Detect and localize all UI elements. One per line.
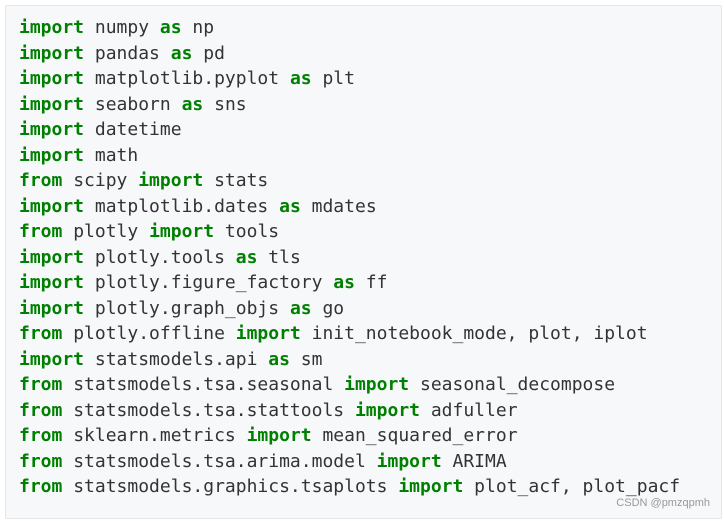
code-text: tools bbox=[214, 221, 280, 242]
code-keyword: as bbox=[289, 68, 312, 89]
code-line: from statsmodels.graphics.tsaplots impor… bbox=[19, 474, 680, 500]
code-text: sklearn.metrics bbox=[62, 425, 247, 446]
code-keyword: from bbox=[19, 170, 63, 191]
code-text: seasonal_decompose bbox=[409, 374, 616, 395]
code-text: pd bbox=[192, 42, 225, 64]
code-keyword: import bbox=[19, 297, 85, 319]
code-keyword: import bbox=[354, 399, 420, 421]
code-text: ff bbox=[354, 272, 388, 293]
code-line: import seaborn as sns bbox=[19, 92, 680, 118]
code-text: numpy bbox=[84, 17, 160, 38]
code-keyword: import bbox=[19, 195, 85, 217]
code-keyword: as bbox=[268, 348, 290, 370]
code-line: import statsmodels.api as sm bbox=[19, 347, 680, 373]
code-text: plotly bbox=[62, 221, 150, 242]
code-keyword: import bbox=[19, 246, 85, 268]
code-keyword: import bbox=[149, 221, 215, 242]
code-line: import plotly.tools as tls bbox=[19, 245, 680, 271]
code-text: mean_squared_error bbox=[311, 425, 518, 446]
code-line: from plotly.offline import init_notebook… bbox=[19, 321, 680, 347]
code-line: import math bbox=[19, 143, 680, 169]
code-text: matplotlib.dates bbox=[84, 195, 280, 217]
code-keyword: from bbox=[19, 450, 63, 472]
code-line: import plotly.figure_factory as ff bbox=[19, 270, 680, 296]
code-keyword: from bbox=[19, 425, 63, 446]
code-keyword: import bbox=[235, 323, 301, 344]
code-line: from statsmodels.tsa.arima.model import … bbox=[19, 449, 680, 475]
code-line: from statsmodels.tsa.stattools import ad… bbox=[19, 398, 680, 424]
code-text: pandas bbox=[84, 42, 171, 64]
code-keyword: as bbox=[279, 195, 301, 217]
code-text: go bbox=[311, 297, 345, 319]
code-text: math bbox=[84, 144, 139, 166]
code-text: scipy bbox=[62, 170, 139, 191]
code-keyword: as bbox=[170, 42, 193, 64]
code-text: tls bbox=[257, 246, 301, 268]
code-keyword: import bbox=[19, 348, 85, 370]
code-text: matplotlib.pyplot bbox=[84, 68, 290, 89]
code-keyword: import bbox=[19, 272, 85, 293]
code-keyword: as bbox=[235, 246, 258, 268]
code-text: plot_acf, plot_pacf bbox=[463, 476, 681, 497]
code-line: import pandas as pd bbox=[19, 41, 680, 67]
code-line: import matplotlib.dates as mdates bbox=[19, 194, 680, 220]
code-line: import plotly.graph_objs as go bbox=[19, 296, 680, 322]
code-line: import numpy as np bbox=[19, 15, 680, 41]
code-keyword: import bbox=[138, 170, 204, 191]
code-keyword: import bbox=[19, 68, 85, 89]
code-keyword: import bbox=[19, 42, 85, 64]
code-keyword: from bbox=[19, 476, 63, 497]
code-keyword: from bbox=[19, 221, 63, 242]
code-text: statsmodels.tsa.seasonal bbox=[62, 374, 345, 395]
code-text: mdates bbox=[300, 195, 377, 217]
code-text: sm bbox=[289, 348, 323, 370]
code-keyword: import bbox=[19, 144, 85, 166]
code-keyword: as bbox=[289, 297, 312, 319]
code-keyword: import bbox=[19, 17, 85, 38]
code-text: stats bbox=[203, 170, 269, 191]
code-text: plotly.offline bbox=[62, 323, 236, 344]
code-keyword: as bbox=[333, 272, 355, 293]
code-keyword: as bbox=[159, 17, 182, 38]
code-text: plt bbox=[311, 68, 355, 89]
code-text: plotly.tools bbox=[84, 246, 236, 268]
code-text: statsmodels.graphics.tsaplots bbox=[62, 476, 399, 497]
code-keyword: as bbox=[181, 93, 204, 115]
code-line: from plotly import tools bbox=[19, 219, 680, 245]
code-text: plotly.graph_objs bbox=[84, 297, 290, 319]
code-text: sns bbox=[203, 93, 247, 115]
code-keyword: from bbox=[19, 374, 63, 395]
code-keyword: import bbox=[344, 374, 410, 395]
code-keyword: import bbox=[19, 119, 85, 140]
code-keyword: import bbox=[19, 93, 85, 115]
code-line: import datetime bbox=[19, 117, 680, 143]
code-text: adfuller bbox=[420, 399, 518, 421]
code-line: from scipy import stats bbox=[19, 168, 680, 194]
code-line: from statsmodels.tsa.seasonal import sea… bbox=[19, 372, 680, 398]
code-text: statsmodels.tsa.arima.model bbox=[62, 450, 377, 472]
code-keyword: from bbox=[19, 399, 63, 421]
code-text: plotly.figure_factory bbox=[84, 272, 334, 293]
code-text: init_notebook_mode, plot, iplot bbox=[300, 323, 648, 344]
code-line: from sklearn.metrics import mean_squared… bbox=[19, 423, 680, 449]
watermark: CSDN @pmzqpmh bbox=[616, 497, 710, 509]
code-keyword: from bbox=[19, 323, 63, 344]
code-text: seaborn bbox=[84, 93, 182, 115]
code-text: statsmodels.api bbox=[84, 348, 269, 370]
code-text: statsmodels.tsa.stattools bbox=[62, 399, 355, 421]
code-keyword: import bbox=[398, 476, 464, 497]
code-text: datetime bbox=[84, 119, 182, 140]
code-keyword: import bbox=[376, 450, 442, 472]
code-text: ARIMA bbox=[441, 450, 507, 472]
code-text: np bbox=[181, 17, 215, 38]
code-line: import matplotlib.pyplot as plt bbox=[19, 66, 680, 92]
code-keyword: import bbox=[246, 425, 312, 446]
